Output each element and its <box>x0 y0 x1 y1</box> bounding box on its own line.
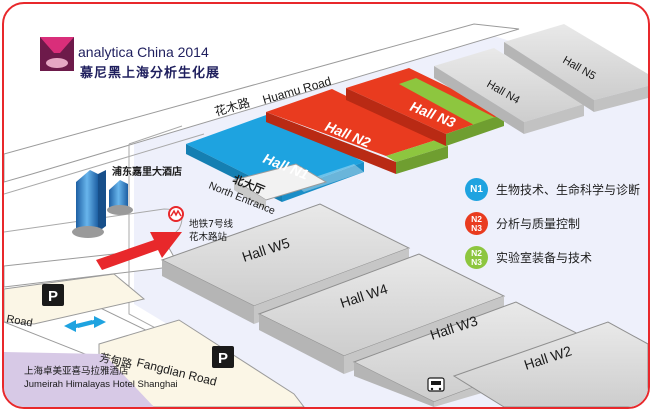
metro-icon[interactable] <box>168 206 184 222</box>
parking-label: P <box>218 350 228 367</box>
badge-text: N3 <box>471 256 482 267</box>
parking-icon[interactable]: P <box>212 346 234 368</box>
bus-icon[interactable] <box>427 377 445 392</box>
two-way-arrow-icon <box>64 316 106 332</box>
legend-label: 实验室装备与技术 <box>496 251 593 265</box>
parking-icon[interactable]: P <box>42 284 64 306</box>
north-entrance-building[interactable] <box>232 163 328 210</box>
jumeirah-hotel-cn-label: 上海卓美亚喜马拉雅酒店 <box>24 365 129 377</box>
hall-w2[interactable] <box>452 321 648 407</box>
metro-station-label: 花木路站 <box>189 231 228 243</box>
jumeirah-area <box>4 352 154 407</box>
metro-line-label: 地铁7号线 <box>189 218 234 230</box>
kerry-hotel-label: 浦东嘉里大酒店 <box>112 165 182 178</box>
venue-map: P P 花木路 Huamu Road Road 芳甸路 Fangdian Roa… <box>4 23 648 407</box>
badge-text: N1 <box>470 184 483 195</box>
legend-label: 分析与质量控制 <box>496 217 581 231</box>
plot-left <box>4 273 146 325</box>
road-label-fangdian-cn: 芳甸路 <box>98 350 133 371</box>
parking-label: P <box>48 288 58 305</box>
hall-n2[interactable] <box>266 89 448 174</box>
brand-name: analytica China 2014 <box>78 44 209 60</box>
badge-text: N2 <box>471 213 482 224</box>
badge-text: N2 <box>471 247 482 258</box>
analytica-logo-icon <box>40 37 74 71</box>
brand-chinese-name: 慕尼黑上海分析生化展 <box>80 66 221 81</box>
road-label-fragment: Road <box>5 313 33 329</box>
hall-n4[interactable] <box>434 48 584 134</box>
hall-n5[interactable] <box>504 24 648 112</box>
hall-badge-n2-n3: N2 N3 <box>465 246 488 269</box>
jumeirah-hotel-en-label: Jumeirah Himalayas Hotel Shanghai <box>24 379 178 390</box>
legend-label: 生物技术、生命科学与诊断 <box>496 183 641 197</box>
badge-text: N3 <box>471 222 482 233</box>
hall-badge-n1: N1 <box>465 178 488 201</box>
hall-n3[interactable] <box>346 68 504 146</box>
kerry-hotel-building[interactable] <box>72 170 133 238</box>
direction-arrow-icon <box>96 232 182 270</box>
hall-badge-n2-n3: N2 N3 <box>465 212 488 235</box>
